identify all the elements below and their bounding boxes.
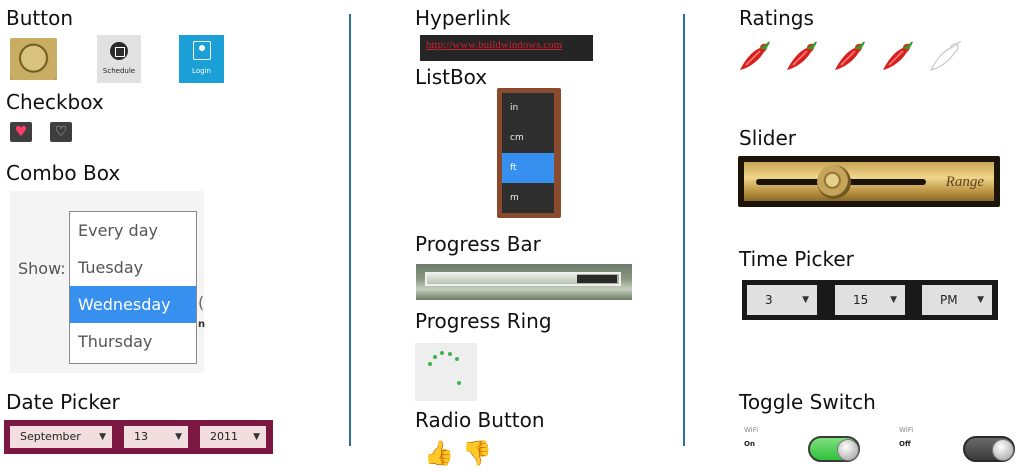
combo-peek-text: ( [198, 293, 205, 312]
thumbs-down-radio[interactable]: 👎 [462, 440, 492, 466]
chevron-down-icon: ▼ [175, 432, 182, 442]
listbox-item-selected[interactable]: ft [502, 153, 554, 183]
login-button-label: Login [192, 67, 211, 75]
progress-ring-dot [433, 355, 437, 359]
progress-ring-dot [428, 362, 432, 366]
chili-pepper-icon-filled[interactable] [831, 38, 869, 76]
heading-progress-ring: Progress Ring [415, 309, 552, 333]
progress-bar-background [416, 264, 632, 300]
chevron-down-icon: ▼ [890, 295, 897, 305]
combo-label: Show: [18, 259, 66, 278]
schedule-button-label: Schedule [102, 67, 136, 75]
heading-combo-box: Combo Box [6, 161, 121, 185]
listbox-item[interactable]: cm [510, 133, 524, 143]
combo-box-area: Show: Every day Tuesday Wednesday Thursd… [10, 191, 206, 373]
heading-time-picker: Time Picker [739, 247, 854, 271]
heading-progress-bar: Progress Bar [415, 232, 541, 256]
heading-listbox: ListBox [415, 65, 488, 89]
combo-option[interactable]: Tuesday [78, 258, 144, 277]
date-picker: September ▼ 13 ▼ 2011 ▼ [4, 420, 273, 454]
schedule-button[interactable]: Schedule [97, 35, 141, 83]
heart-outline-icon: ♡ [54, 124, 68, 140]
toggle-1-label: WiFi [744, 426, 759, 434]
column-divider-1 [349, 14, 351, 446]
progress-ring-dot [440, 351, 444, 355]
slider-label: Range [945, 174, 984, 190]
time-minute-select[interactable]: 15 ▼ [835, 285, 905, 315]
date-year-select[interactable]: 2011 ▼ [200, 426, 266, 448]
progress-bar-remaining [577, 275, 617, 283]
combo-option[interactable]: Every day [78, 221, 158, 240]
time-period-select[interactable]: PM ▼ [922, 285, 992, 315]
listbox[interactable]: in cm ft m [502, 93, 554, 213]
heart-checkbox-unchecked[interactable]: ♡ [50, 122, 72, 142]
listbox-item[interactable]: m [510, 193, 519, 203]
listbox-frame: in cm ft m [497, 88, 561, 218]
slider-thumb[interactable] [817, 165, 851, 199]
chevron-down-icon: ▼ [977, 295, 984, 305]
time-period-value: PM [940, 293, 958, 307]
time-hour-select[interactable]: 3 ▼ [747, 285, 817, 315]
listbox-item[interactable]: in [510, 103, 519, 113]
thumbs-up-icon: 👍 [424, 439, 454, 467]
progress-bar-fill [427, 274, 577, 284]
time-minute-value: 15 [853, 293, 869, 307]
hyperlink-box: http://www.buildwindows.com [420, 35, 593, 61]
heart-checkbox-checked[interactable]: ♥ [10, 122, 32, 142]
slider-plate: Range [744, 162, 994, 201]
chevron-down-icon: ▼ [802, 295, 809, 305]
time-hour-value: 3 [765, 293, 773, 307]
heart-filled-icon: ♥ [14, 124, 28, 140]
toggle-2-state: Off [899, 440, 911, 448]
chevron-down-icon: ▼ [99, 432, 106, 442]
date-day-select[interactable]: 13 ▼ [124, 426, 188, 448]
chili-pepper-icon-empty[interactable] [927, 38, 965, 76]
time-picker: 3 ▼ 15 ▼ PM ▼ [742, 280, 998, 320]
combo-option[interactable]: Thursday [78, 332, 153, 351]
heading-toggle-switch: Toggle Switch [739, 390, 876, 414]
wifi-toggle-off[interactable] [963, 436, 1015, 462]
heading-hyperlink: Hyperlink [415, 6, 511, 30]
hyperlink-link[interactable]: http://www.buildwindows.com [426, 39, 563, 51]
progress-ring-dot [448, 352, 452, 356]
progress-bar [425, 272, 621, 286]
progress-ring-dot [457, 381, 461, 385]
thumbs-up-radio[interactable]: 👍 [424, 440, 454, 466]
gold-knob-button[interactable] [10, 38, 57, 80]
heading-date-picker: Date Picker [6, 390, 120, 414]
chili-pepper-icon-filled[interactable] [736, 38, 774, 76]
date-month-select[interactable]: September ▼ [10, 426, 112, 448]
user-icon [193, 41, 211, 60]
column-divider-2 [683, 14, 685, 446]
toggle-knob [837, 439, 859, 461]
login-button[interactable]: Login [179, 35, 224, 83]
toggle-knob [992, 439, 1014, 461]
heading-ratings: Ratings [739, 6, 814, 30]
chili-pepper-icon-filled[interactable] [879, 38, 917, 76]
combo-option-selected[interactable]: Wednesday [70, 286, 196, 323]
heading-checkbox: Checkbox [6, 90, 104, 114]
thumbs-down-icon: 👎 [462, 439, 492, 467]
heading-button: Button [6, 6, 73, 30]
progress-ring-dot [455, 357, 459, 361]
date-day-value: 13 [134, 430, 148, 443]
heading-radio-button: Radio Button [415, 408, 545, 432]
wifi-toggle-on[interactable] [808, 436, 860, 462]
toggle-1-state: On [744, 440, 755, 448]
date-month-value: September [20, 430, 81, 443]
progress-ring [415, 343, 477, 401]
schedule-icon [110, 42, 128, 60]
chili-pepper-icon-filled[interactable] [783, 38, 821, 76]
heading-slider: Slider [739, 126, 797, 150]
date-year-value: 2011 [210, 430, 238, 443]
chevron-down-icon: ▼ [253, 432, 260, 442]
slider-frame: Range [738, 156, 1000, 207]
combo-peek-text-2: n [198, 319, 206, 330]
combo-dropdown-list[interactable]: Every day Tuesday Wednesday Thursday [69, 211, 197, 364]
toggle-2-label: WiFi [899, 426, 914, 434]
